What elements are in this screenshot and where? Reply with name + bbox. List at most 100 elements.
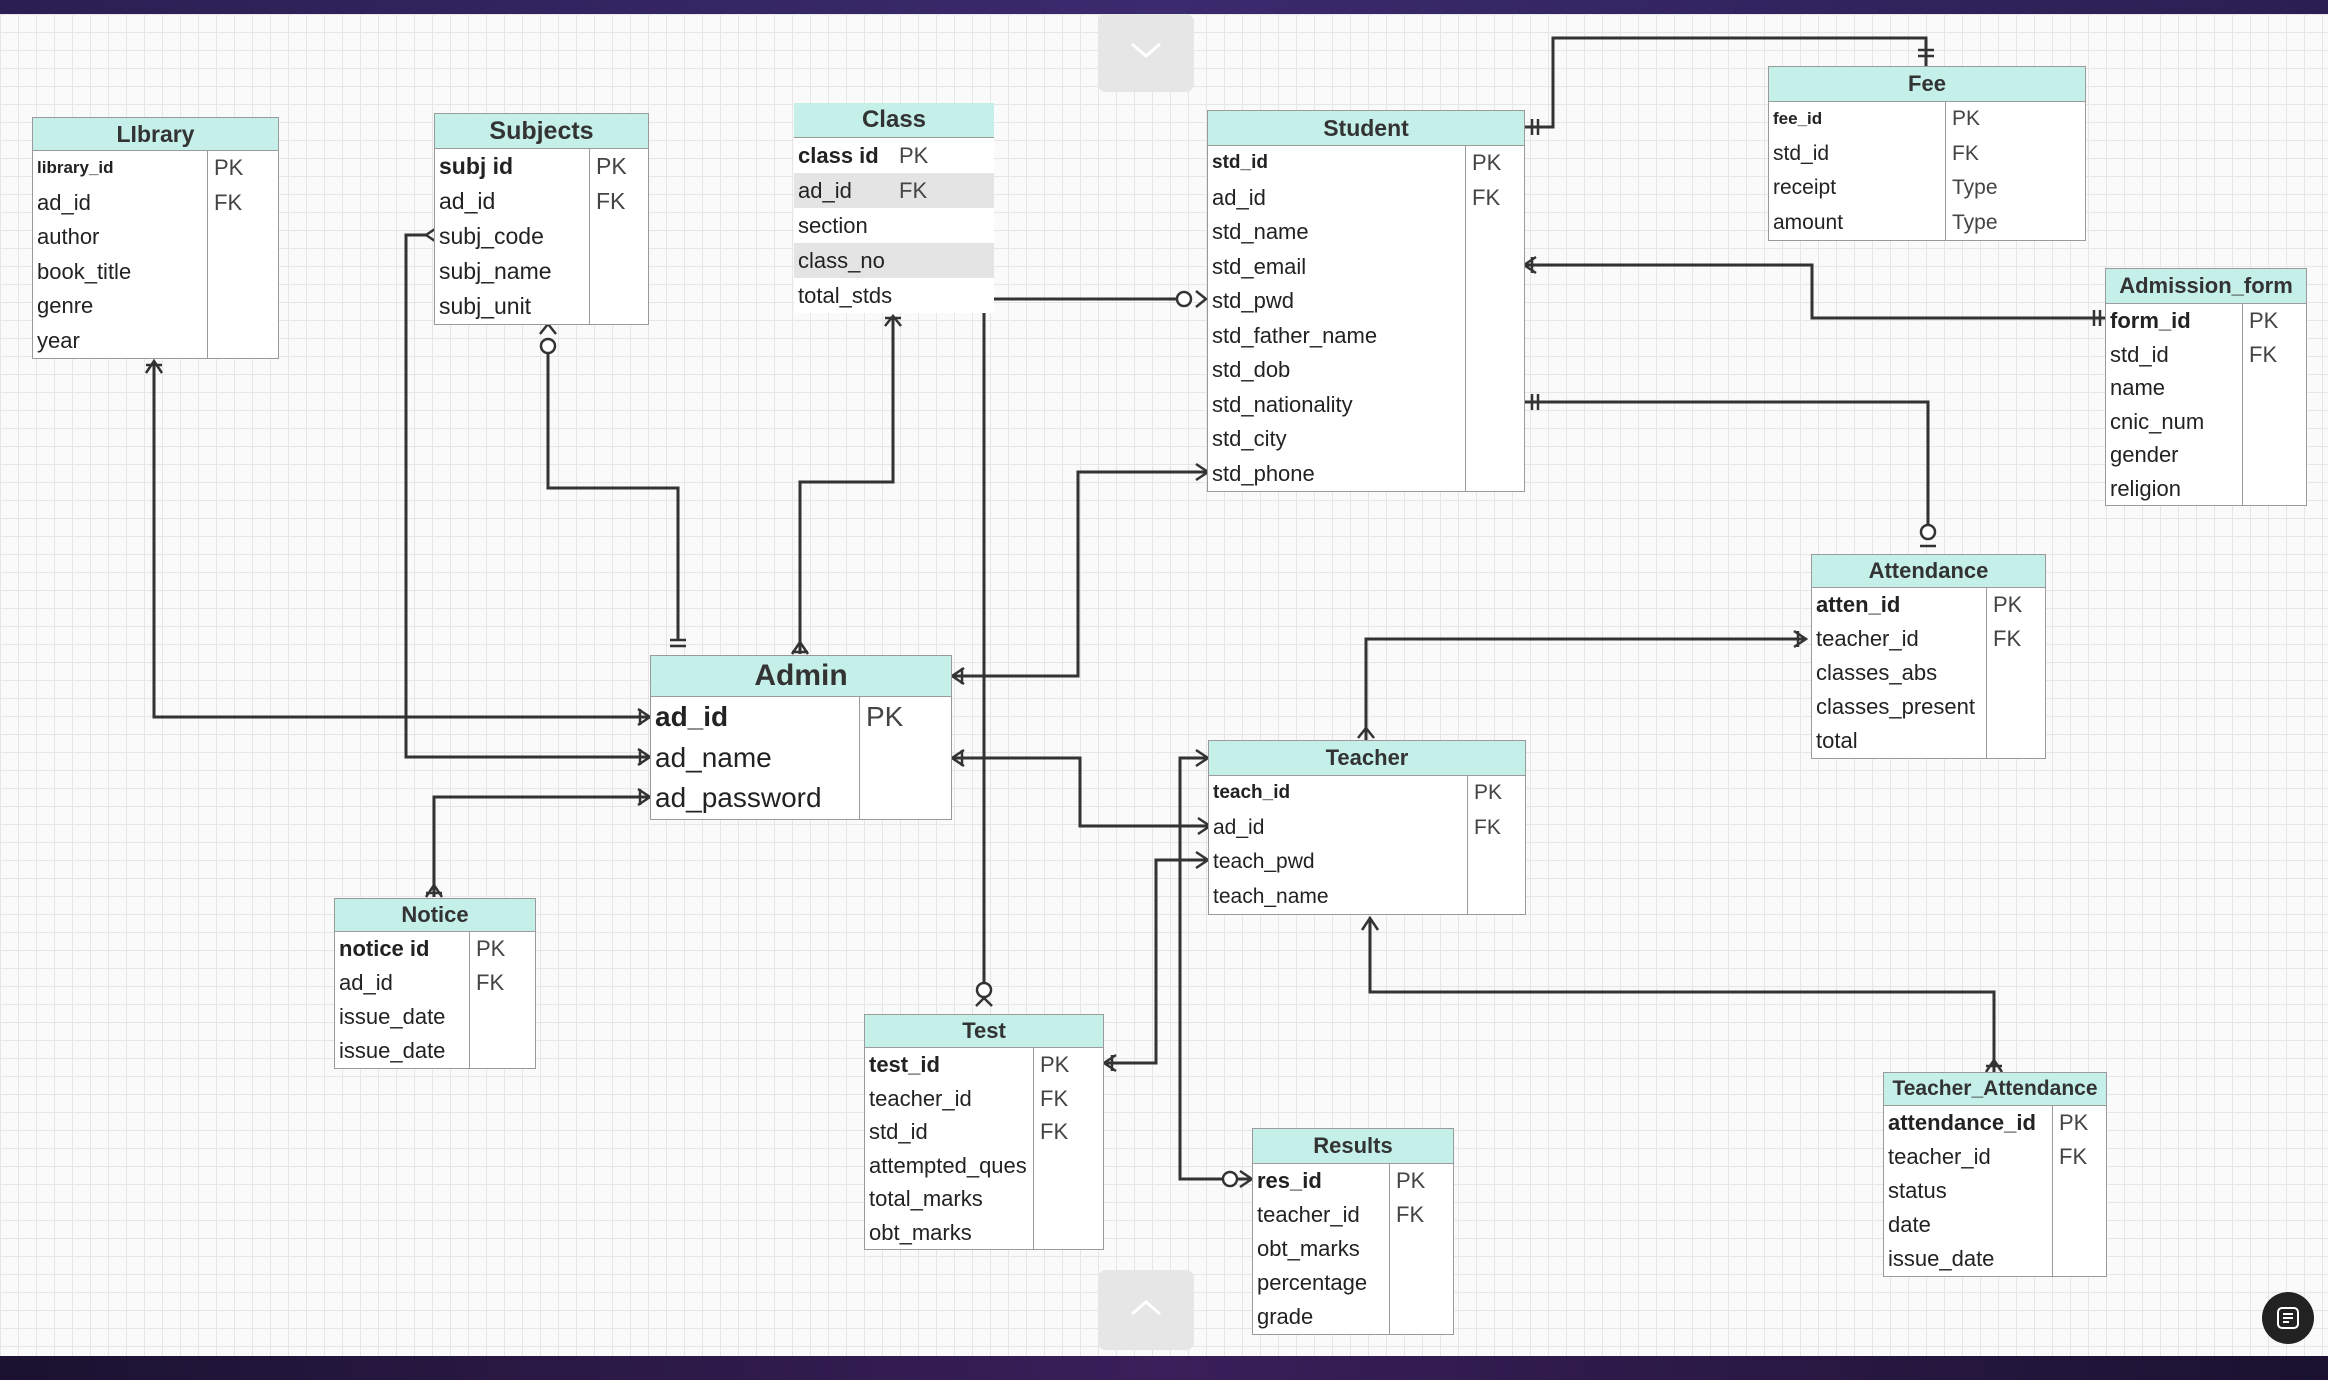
field-row[interactable]: book_title <box>33 254 278 289</box>
field-key <box>1467 845 1474 880</box>
field-row[interactable]: issue_date <box>335 1034 535 1068</box>
field-row[interactable]: std_city <box>1208 422 1524 457</box>
field-row[interactable]: percentage <box>1253 1266 1453 1300</box>
field-row[interactable]: std_phone <box>1208 456 1524 491</box>
field-row[interactable]: class_no <box>794 243 994 278</box>
collapse-up-button[interactable] <box>1098 1270 1194 1350</box>
field-row[interactable]: grade <box>1253 1300 1453 1334</box>
field-row[interactable]: gender <box>2106 438 2306 472</box>
field-row[interactable]: cnic_num <box>2106 404 2306 438</box>
field-row[interactable]: ad_name <box>651 737 951 778</box>
field-key: FK <box>589 184 625 219</box>
field-row[interactable]: teach_name <box>1209 879 1525 914</box>
collapse-down-button[interactable] <box>1098 14 1194 92</box>
field-row[interactable]: std_email <box>1208 249 1524 284</box>
field-row[interactable]: classes_abs <box>1812 656 2045 690</box>
field-row[interactable]: std_name <box>1208 215 1524 250</box>
field-row[interactable]: subj_code <box>435 219 648 254</box>
field-row[interactable]: subj_unit <box>435 289 648 324</box>
field-row[interactable]: obt_marks <box>1253 1232 1453 1266</box>
field-row[interactable]: status <box>1884 1174 2106 1208</box>
field-name: class_no <box>798 248 885 273</box>
field-row[interactable]: std_dob <box>1208 353 1524 388</box>
field-key: PK <box>1033 1048 1069 1082</box>
field-row[interactable]: teach_pwd <box>1209 845 1525 880</box>
field-row[interactable]: std_pwd <box>1208 284 1524 319</box>
field-name: teacher_id <box>1816 626 1919 651</box>
field-row[interactable]: total_marks <box>865 1182 1103 1216</box>
floating-action-button[interactable] <box>2262 1292 2314 1344</box>
field-row[interactable]: genre <box>33 289 278 324</box>
field-row[interactable]: name <box>2106 371 2306 405</box>
field-row[interactable]: author <box>33 220 278 255</box>
field-key: PK <box>1465 146 1501 181</box>
field-name: attendance_id <box>1888 1110 2036 1135</box>
field-row[interactable]: issue_date <box>1884 1242 2106 1276</box>
field-row[interactable]: classes_present <box>1812 690 2045 724</box>
field-row[interactable]: total <box>1812 724 2045 758</box>
field-row[interactable]: issue_date <box>335 1000 535 1034</box>
field-row[interactable]: obt_marks <box>865 1215 1103 1249</box>
field-key: FK <box>2052 1140 2087 1174</box>
field-row[interactable]: subj_name <box>435 254 648 289</box>
field-row[interactable]: std_nationality <box>1208 387 1524 422</box>
field-key: PK <box>2242 304 2278 338</box>
field-row[interactable]: year <box>33 323 278 358</box>
entity-title: Test <box>865 1015 1103 1048</box>
field-row[interactable]: std_father_name <box>1208 318 1524 353</box>
field-name: notice id <box>339 936 430 961</box>
field-row[interactable]: ad_password <box>651 778 951 819</box>
field-name: class id <box>798 143 879 168</box>
field-row[interactable]: religion <box>2106 471 2306 505</box>
field-row[interactable]: total_stds <box>794 278 994 313</box>
field-row[interactable]: attempted_ques <box>865 1148 1103 1182</box>
field-name: std_email <box>1212 253 1307 279</box>
field-row[interactable]: date <box>1884 1208 2106 1242</box>
field-row[interactable]: section <box>794 208 994 243</box>
field-name: library_id <box>37 158 114 177</box>
